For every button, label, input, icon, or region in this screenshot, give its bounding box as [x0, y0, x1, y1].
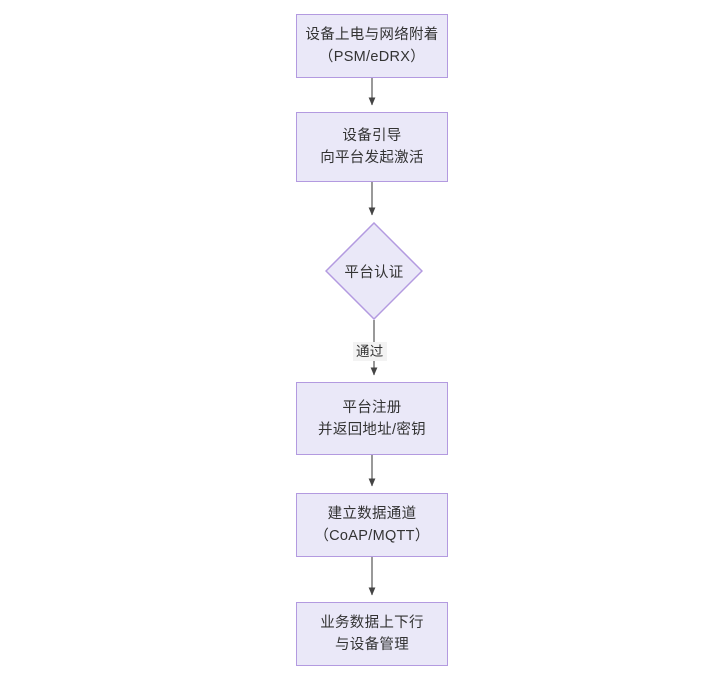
- edge-label-pass: 通过: [353, 342, 387, 361]
- node-label-line: 建立数据通道: [327, 506, 417, 522]
- node-device-bootstrap-activation[interactable]: 设备引导 向平台发起激活: [296, 112, 448, 182]
- node-business-data-and-device-management[interactable]: 业务数据上下行 与设备管理: [296, 602, 448, 666]
- node-establish-data-channel[interactable]: 建立数据通道 （CoAP/MQTT）: [296, 493, 448, 557]
- node-platform-authentication-decision[interactable]: 平台认证: [325, 222, 423, 320]
- node-label-line: 设备上电与网络附着: [305, 27, 439, 43]
- node-label-line: 与设备管理: [335, 637, 409, 653]
- node-label-line: 设备引导: [342, 128, 402, 144]
- node-label-line: 平台注册: [342, 399, 402, 416]
- diamond-shape: [325, 222, 423, 320]
- node-label-line: 业务数据上下行: [320, 615, 424, 631]
- node-label-line: 向平台发起激活: [320, 150, 424, 166]
- node-platform-registration[interactable]: 平台注册 并返回地址/密钥: [296, 382, 448, 455]
- node-label-line: 并返回地址/密钥: [318, 421, 426, 438]
- node-label-line: （PSM/eDRX）: [318, 49, 426, 65]
- node-label-line: （CoAP/MQTT）: [314, 528, 430, 544]
- node-power-on-network-attach[interactable]: 设备上电与网络附着 （PSM/eDRX）: [296, 14, 448, 78]
